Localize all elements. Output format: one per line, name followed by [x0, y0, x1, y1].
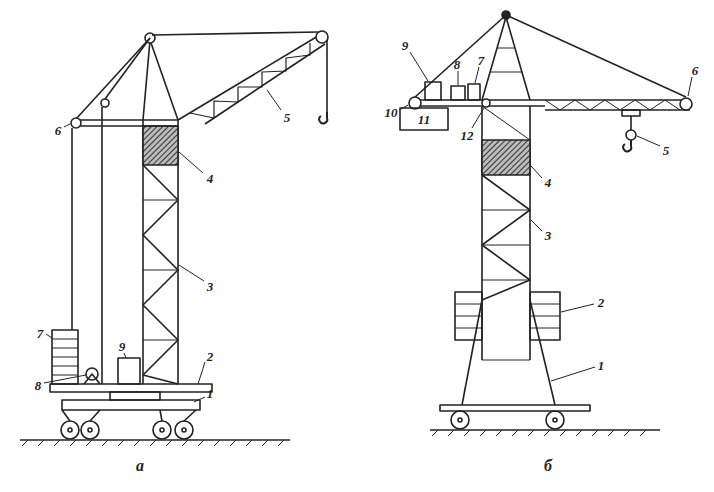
callout-number: 9: [119, 340, 126, 353]
callout-number: 4: [545, 176, 552, 189]
callout-number: 10: [385, 106, 398, 119]
callout-number: 3: [207, 280, 214, 293]
callout-number: 3: [545, 229, 552, 242]
callout-number: 2: [598, 296, 605, 309]
callout-number: 12: [461, 129, 474, 142]
callout-number: 6: [692, 64, 699, 77]
callout-number: 2: [207, 350, 214, 363]
callout-number: 7: [478, 54, 485, 67]
view-letter: а: [136, 458, 144, 474]
callout-number: 7: [37, 327, 44, 340]
callout-number: 8: [454, 58, 461, 71]
callout-number: 1: [207, 387, 214, 400]
callout-number: 6: [55, 124, 62, 137]
callout-number: 9: [402, 39, 409, 52]
callout-number: 1: [598, 359, 605, 372]
view-letter: б: [544, 458, 552, 474]
callout-number: 11: [418, 113, 430, 126]
callout-number: 5: [663, 144, 670, 157]
callout-number: 5: [284, 111, 291, 124]
callout-number: 8: [35, 379, 42, 392]
callout-number: 4: [207, 172, 214, 185]
